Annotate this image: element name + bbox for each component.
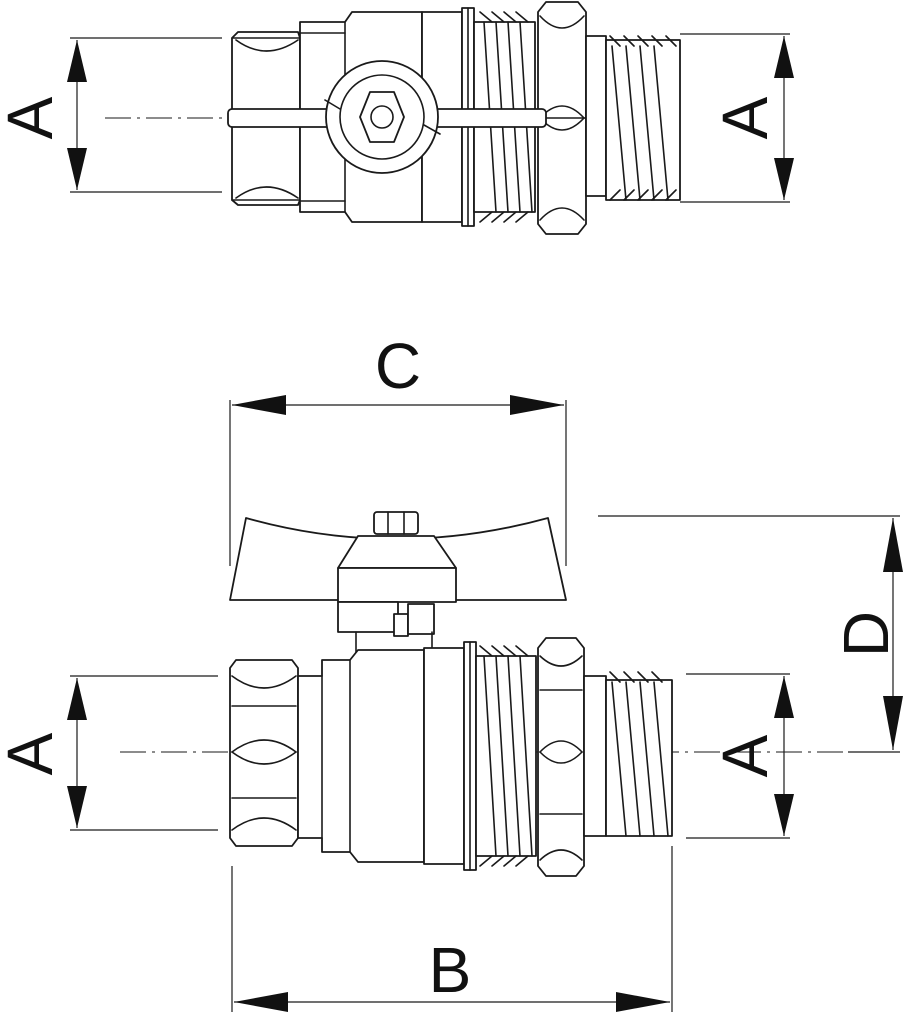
side-left-a-dimension: A	[0, 675, 218, 831]
side-female-hex-end	[229, 659, 299, 847]
height-d-label: D	[830, 611, 902, 657]
top-left-a-label: A	[0, 96, 66, 139]
arrowhead	[774, 794, 794, 836]
side-view: C D A A	[0, 330, 903, 1012]
handle-width-c-label: C	[375, 330, 421, 402]
arrowhead	[774, 36, 794, 78]
side-right-a-label: A	[709, 734, 781, 777]
arrowhead	[883, 518, 903, 572]
side-right-a-dimension: A	[686, 673, 794, 839]
arrowhead	[774, 676, 794, 718]
top-union-nut	[537, 1, 587, 235]
overall-length-b-label: B	[429, 934, 472, 1006]
top-view: A A	[0, 1, 794, 235]
arrowhead	[234, 992, 288, 1012]
top-butterfly-handle	[227, 60, 547, 174]
arrowhead	[67, 678, 87, 720]
top-left-a-dimension: A	[0, 37, 222, 193]
height-d-dimension: D	[598, 515, 903, 753]
arrowhead	[774, 158, 794, 200]
side-male-thread-outer	[583, 671, 673, 837]
side-valve-body	[297, 641, 477, 871]
side-left-a-label: A	[0, 732, 66, 775]
arrowhead	[67, 148, 87, 190]
arrowhead	[616, 992, 670, 1012]
side-union-nut	[537, 637, 585, 877]
arrowhead	[883, 696, 903, 750]
side-male-thread-inner	[475, 645, 537, 867]
handle-width-c-dimension: C	[229, 330, 567, 566]
top-right-a-dimension: A	[680, 33, 794, 203]
arrowhead	[232, 395, 286, 415]
arrowhead	[510, 395, 564, 415]
arrowhead	[67, 786, 87, 828]
side-butterfly-handle	[229, 511, 567, 657]
arrowhead	[67, 40, 87, 82]
top-male-thread-outer	[585, 35, 681, 201]
overall-length-b-dimension: B	[231, 846, 673, 1012]
top-right-a-label: A	[709, 96, 781, 139]
